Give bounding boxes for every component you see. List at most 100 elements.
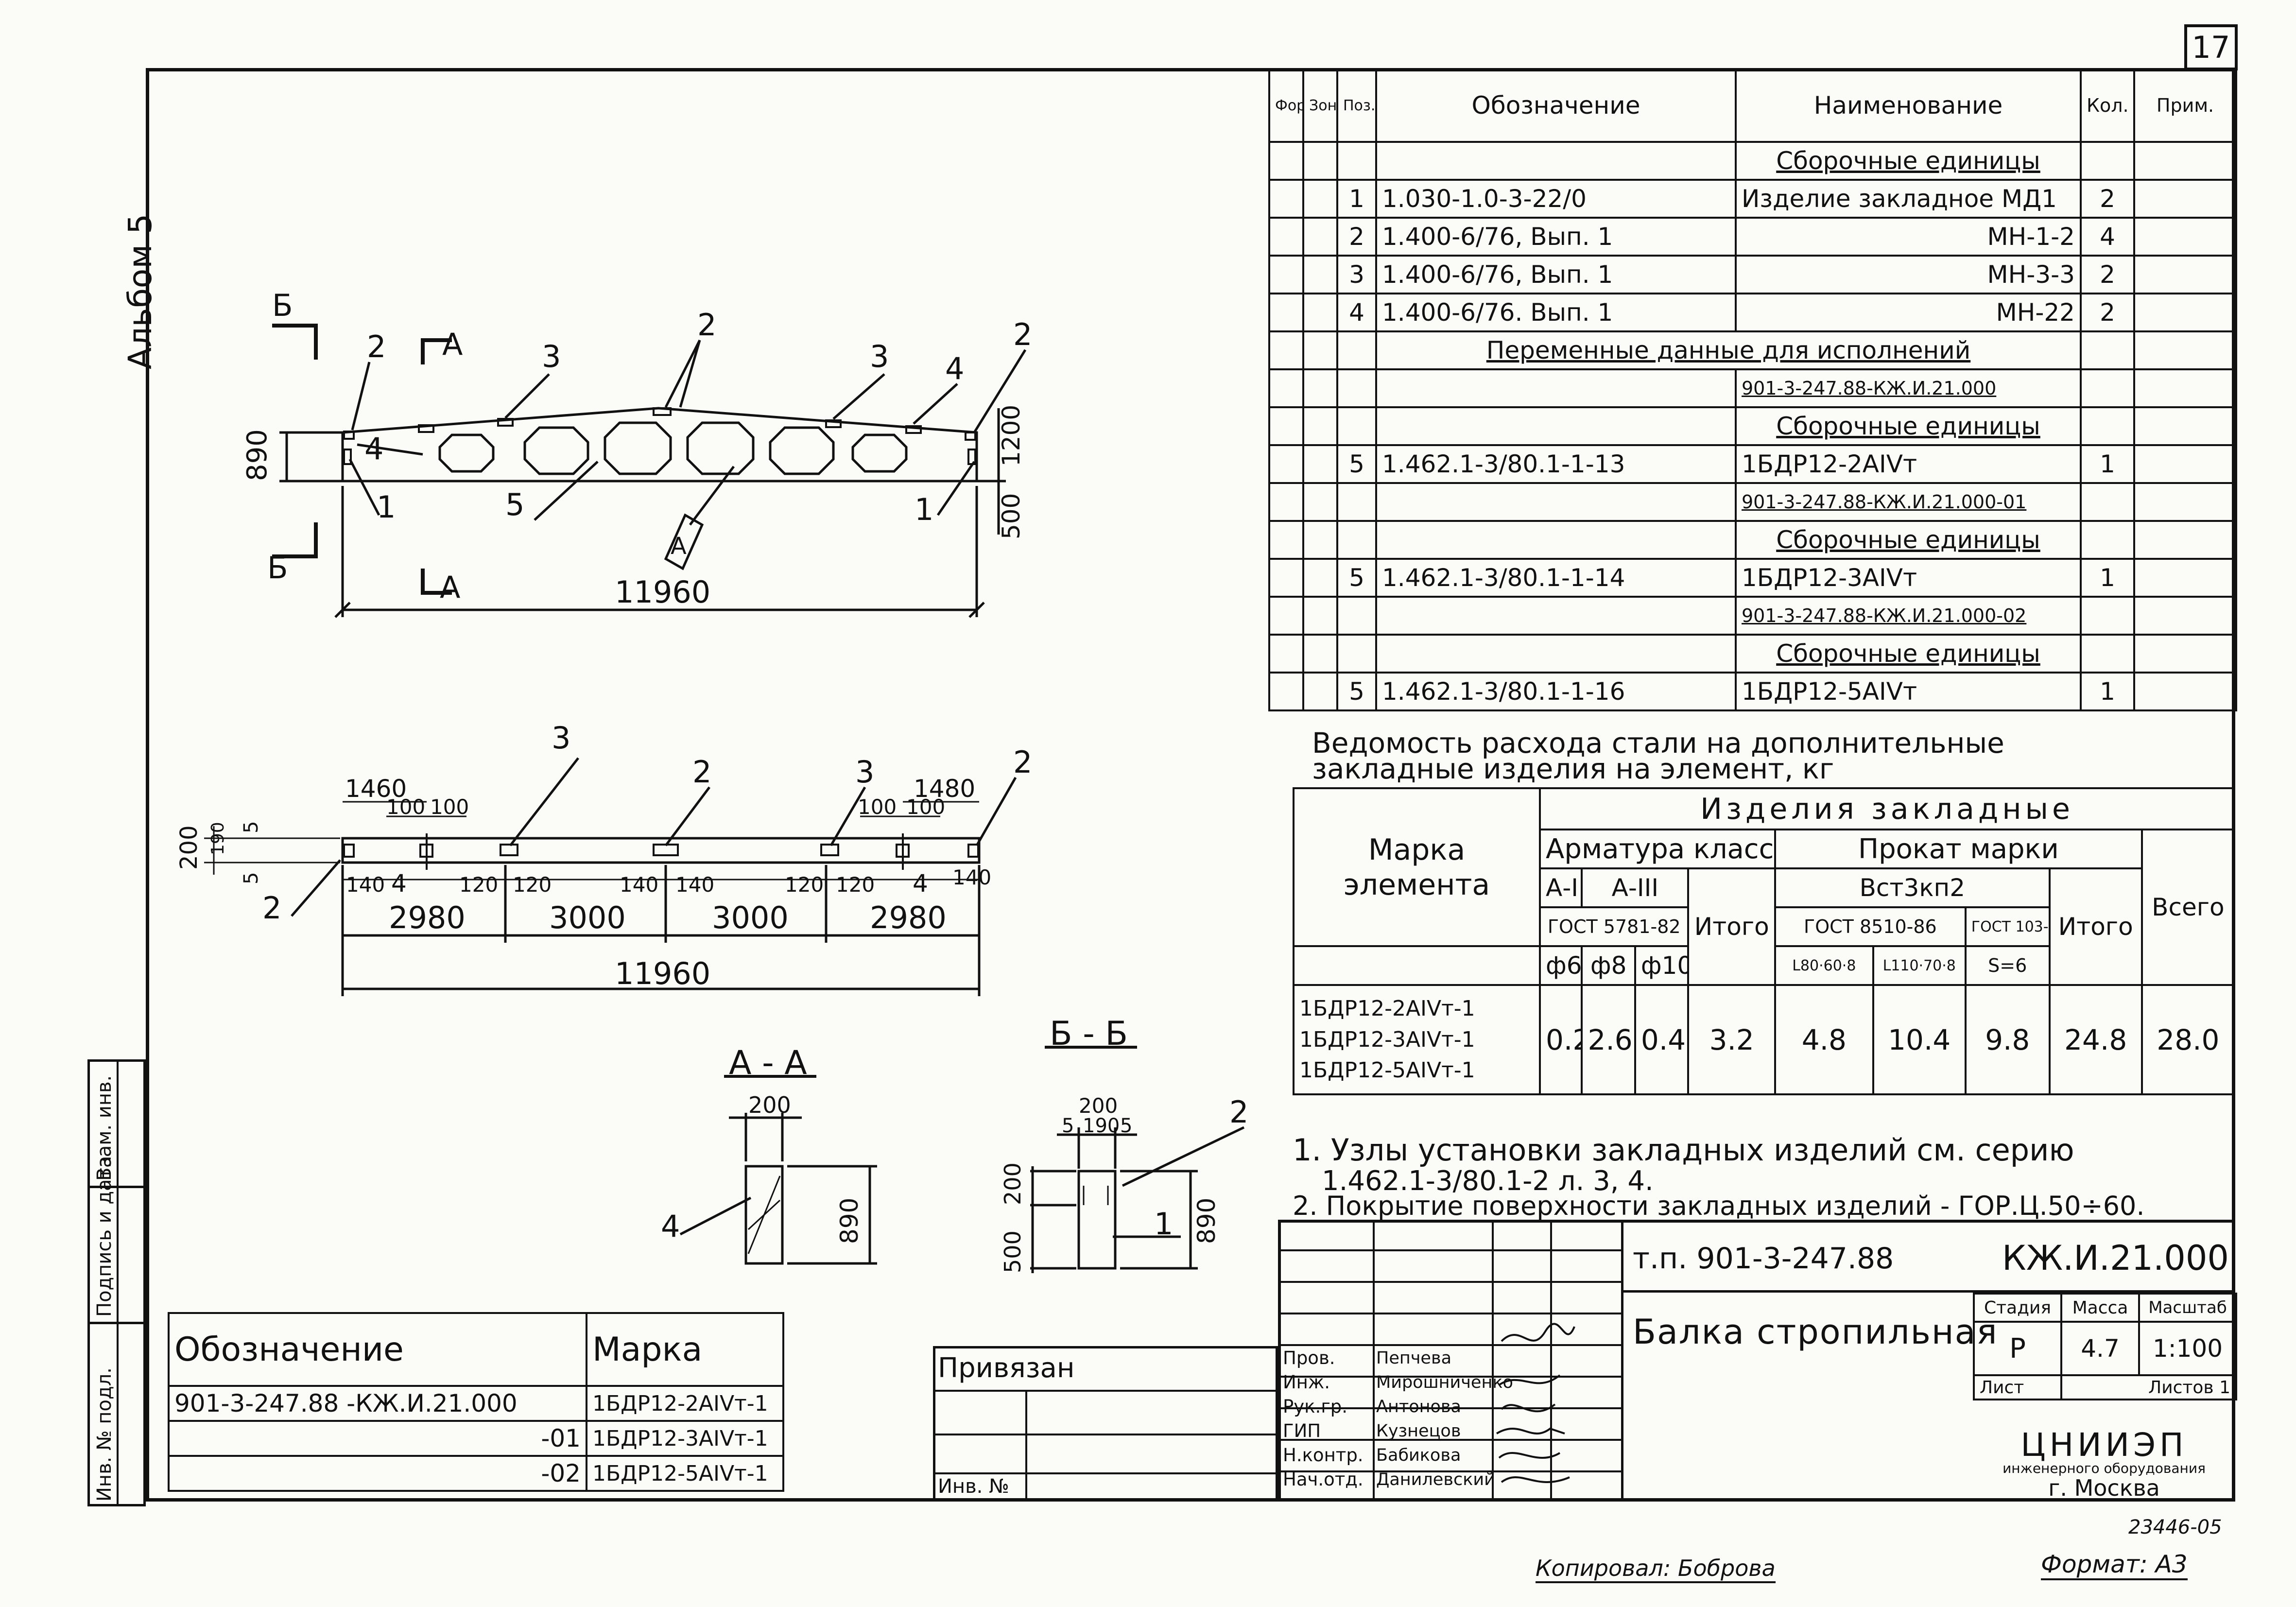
sheet-format: Формат: А3	[2041, 1550, 2188, 1580]
spec-form	[1268, 558, 1304, 598]
spec-designation	[1375, 368, 1737, 408]
role-item: Н.контр.	[1283, 1445, 1364, 1466]
spec-row: Переменные данные для исполнений	[1268, 330, 2237, 370]
spec-name: 1БДР12-5АIVт	[1735, 672, 2082, 711]
val-d8: 2.6	[1581, 984, 1636, 1095]
archive-code: 23446-05	[2128, 1516, 2222, 1538]
steel-title-2: закладные изделия на элемент, кг	[1312, 752, 1834, 785]
person-item: Мирошниченко	[1376, 1373, 1513, 1392]
role-item: Рук.гр.	[1283, 1396, 1348, 1417]
spec-pos	[1336, 368, 1377, 408]
spec-qty: 2	[2080, 293, 2135, 332]
col-zone: Зона	[1302, 68, 1338, 143]
spec-designation: 1.462.1-3/80.1-1-16	[1375, 672, 1737, 711]
stage-table: Стадия Масса Масштаб Р 4.7 1:100 Лист Ли…	[1973, 1293, 2237, 1400]
val-p1: 4.8	[1774, 984, 1874, 1095]
person-item: Кузнецов	[1376, 1421, 1461, 1441]
spec-qty: 1	[2080, 444, 2135, 484]
spec-zone	[1302, 255, 1338, 294]
spec-pos	[1336, 520, 1377, 560]
spec-designation	[1375, 482, 1737, 522]
spec-name: МН-22	[1735, 293, 2082, 332]
steel-table: Марка элемента Изделия закладные Арматур…	[1292, 787, 2236, 1095]
val-d6: 0.2	[1539, 984, 1583, 1095]
spec-form	[1268, 141, 1304, 181]
spec-note	[2133, 293, 2237, 332]
spec-pos	[1336, 406, 1377, 446]
spec-zone	[1302, 558, 1338, 598]
spec-designation: 1.400-6/76. Вып. 1	[1375, 293, 1737, 332]
stage-value: Р	[1973, 1321, 2062, 1376]
spec-qty	[2080, 520, 2135, 560]
spec-qty	[2080, 596, 2135, 636]
col-designation: Обозначение	[1375, 68, 1737, 143]
spec-note	[2133, 330, 2237, 370]
steel-mark-2: 1БДР12-3АIVт-1	[1299, 1027, 1475, 1052]
spec-zone	[1302, 293, 1338, 332]
spec-variable-data: Переменные данные для исполнений	[1375, 330, 2082, 370]
note-1a: 1. Узлы установки закладных изделий см. …	[1293, 1132, 2074, 1168]
spec-zone	[1302, 672, 1338, 711]
spec-zone	[1302, 179, 1338, 219]
col-note: Прим.	[2133, 68, 2237, 143]
spec-zone	[1302, 330, 1338, 370]
person-item: Бабикова	[1376, 1446, 1461, 1465]
spec-name: Сборочные единицы	[1735, 141, 2082, 181]
spec-note	[2133, 179, 2237, 219]
dia-8: ф8	[1581, 945, 1636, 986]
spec-row: 901-3-247.88-КЖ.И.21.000	[1268, 368, 2237, 408]
spec-designation: 1.462.1-3/80.1-1-13	[1375, 444, 1737, 484]
col-qty: Кол.	[2080, 68, 2135, 143]
spec-qty: 4	[2080, 217, 2135, 257]
tb-name: Балка стропильная	[1633, 1312, 1998, 1352]
spec-pos: 2	[1336, 217, 1377, 257]
inv-label: Инв. №	[938, 1475, 1009, 1498]
spec-pos: 5	[1336, 558, 1377, 598]
spec-form	[1268, 444, 1304, 484]
marks-mark: 1БДР12-2АIVт-1	[586, 1385, 784, 1422]
spec-designation: 1.462.1-3/80.1-1-14	[1375, 558, 1737, 598]
class-a1: А-I	[1539, 867, 1583, 908]
album-label: Альбом 5	[121, 213, 159, 369]
person-item: Данилевский	[1376, 1470, 1495, 1489]
spec-form	[1268, 217, 1304, 257]
tb-doc: КЖ.И.21.000	[2002, 1238, 2229, 1278]
spec-note	[2133, 482, 2237, 522]
steel-mark-3: 1БДР12-5АIVт-1	[1299, 1058, 1475, 1083]
spec-qty	[2080, 368, 2135, 408]
marks-designation: -02	[168, 1455, 587, 1492]
spec-note	[2133, 255, 2237, 294]
spec-designation	[1375, 520, 1737, 560]
spec-form	[1268, 330, 1304, 370]
dia-6: ф6	[1539, 945, 1583, 986]
spec-name: Сборочные единицы	[1735, 520, 2082, 560]
org-city: г. Москва	[2048, 1475, 2160, 1501]
rebar-class-header: Арматура класса	[1539, 829, 1776, 869]
spec-zone	[1302, 596, 1338, 636]
gost-103: ГОСТ 103-76	[1964, 906, 2051, 947]
spec-pos	[1336, 596, 1377, 636]
copied-by: Копировал: Боброва	[1536, 1555, 1776, 1583]
spec-note	[2133, 634, 2237, 674]
spec-form	[1268, 482, 1304, 522]
bound-label: Привязан	[938, 1352, 1075, 1384]
spec-pos	[1336, 141, 1377, 181]
role-item: Пров.	[1283, 1348, 1335, 1368]
spec-form	[1268, 255, 1304, 294]
spec-pos	[1336, 330, 1377, 370]
spec-name: 901-3-247.88-КЖ.И.21.000-01	[1735, 482, 2082, 522]
spec-form	[1268, 634, 1304, 674]
spec-pos: 4	[1336, 293, 1377, 332]
val-grand-total: 28.0	[2141, 984, 2236, 1095]
spec-name: 901-3-247.88-КЖ.И.21.000-02	[1735, 596, 2082, 636]
spec-form	[1268, 406, 1304, 446]
spec-pos: 5	[1336, 672, 1377, 711]
spec-name: МН-1-2	[1735, 217, 2082, 257]
spec-qty: 1	[2080, 558, 2135, 598]
